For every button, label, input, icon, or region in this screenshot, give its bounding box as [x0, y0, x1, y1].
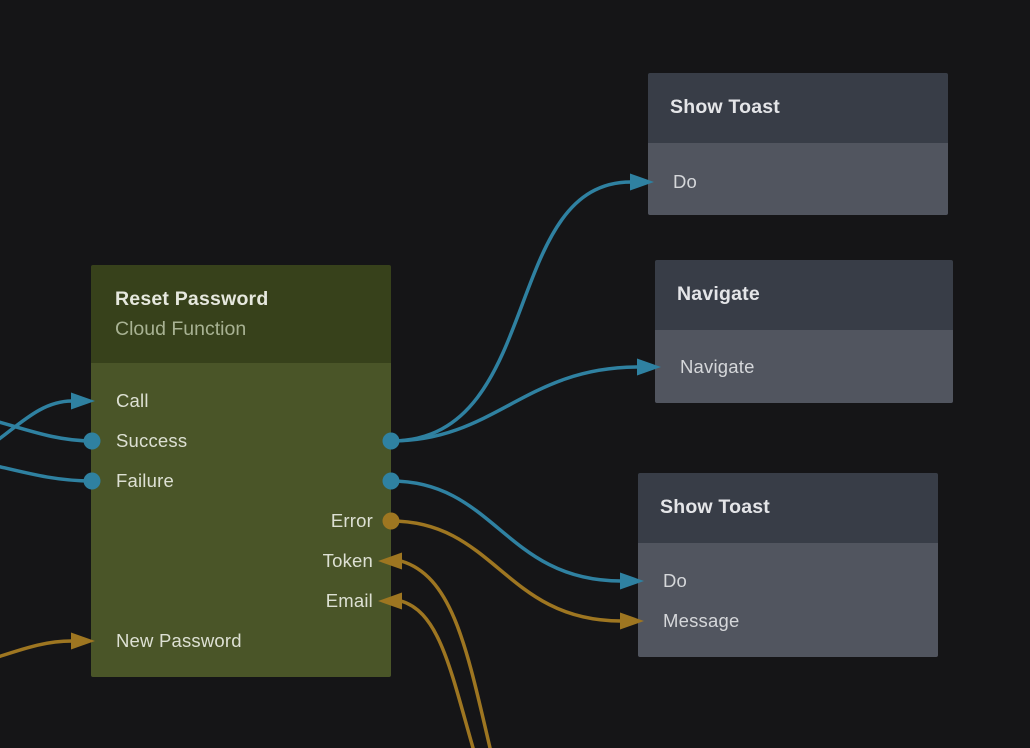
- wire-success-to-toast-top-do[interactable]: [390, 180, 632, 443]
- port-failure[interactable]: Failure: [91, 461, 391, 501]
- node-reset-password-body: Call Success Failure Error Token Email N…: [91, 363, 391, 677]
- port-success-right-marker[interactable]: [382, 432, 400, 450]
- port-failure-right-marker[interactable]: [382, 472, 400, 490]
- wire-error-to-message[interactable]: [390, 519, 622, 623]
- node-reset-password[interactable]: Reset Password Cloud Function Call Succe…: [91, 265, 391, 677]
- node-navigate-body: Navigate: [655, 330, 953, 403]
- port-email-label: Email: [325, 590, 373, 611]
- wire-offscreen-to-token[interactable]: [400, 559, 494, 748]
- port-success[interactable]: Success: [91, 421, 391, 461]
- wire-offscreen-to-call[interactable]: [0, 399, 73, 462]
- port-do[interactable]: Do: [638, 561, 938, 601]
- node-show-toast-top[interactable]: Show Toast Do: [648, 73, 948, 215]
- node-show-toast-bottom-header[interactable]: Show Toast: [638, 473, 938, 543]
- port-token-label: Token: [322, 550, 373, 571]
- port-email[interactable]: Email: [91, 581, 391, 621]
- port-error-label: Error: [330, 510, 373, 531]
- port-new-password[interactable]: New Password: [91, 621, 391, 661]
- wire-offscreen-to-email[interactable]: [400, 599, 478, 748]
- port-navigate[interactable]: Navigate: [655, 347, 953, 387]
- node-navigate[interactable]: Navigate Navigate: [655, 260, 953, 403]
- node-show-toast-top-header[interactable]: Show Toast: [648, 73, 948, 143]
- node-title: Navigate: [677, 283, 760, 305]
- node-show-toast-bottom[interactable]: Show Toast Do Message: [638, 473, 938, 657]
- port-token-arrow-icon[interactable]: [378, 552, 402, 570]
- port-failure-label: Failure: [116, 470, 174, 491]
- port-message-label: Message: [663, 610, 740, 631]
- port-new-password-label: New Password: [116, 630, 242, 651]
- wire-failure-to-toast-bottom-do[interactable]: [390, 479, 622, 583]
- port-error-marker[interactable]: [382, 512, 400, 530]
- node-reset-password-header[interactable]: Reset Password Cloud Function: [91, 265, 391, 363]
- node-show-toast-top-body: Do: [648, 143, 948, 215]
- node-title: Show Toast: [670, 96, 780, 118]
- port-navigate-arrow-icon[interactable]: [637, 358, 661, 376]
- wire-success-to-offscreen[interactable]: [0, 412, 93, 443]
- wire-failure-to-offscreen[interactable]: [0, 458, 93, 483]
- port-call[interactable]: Call: [91, 381, 391, 421]
- port-token[interactable]: Token: [91, 541, 391, 581]
- node-navigate-header[interactable]: Navigate: [655, 260, 953, 330]
- port-toast-bottom-do-arrow-icon[interactable]: [620, 572, 644, 590]
- port-do-label: Do: [663, 570, 688, 591]
- node-title: Show Toast: [660, 496, 770, 518]
- port-call-arrow-icon[interactable]: [71, 392, 95, 410]
- port-navigate-label: Navigate: [680, 356, 755, 377]
- port-error[interactable]: Error: [91, 501, 391, 541]
- node-title: Reset Password: [115, 288, 269, 310]
- port-toast-top-do-arrow-icon[interactable]: [630, 173, 654, 191]
- port-success-label: Success: [116, 430, 188, 451]
- port-message[interactable]: Message: [638, 601, 938, 641]
- wire-success-to-navigate[interactable]: [390, 365, 639, 443]
- port-email-arrow-icon[interactable]: [378, 592, 402, 610]
- node-subtitle: Cloud Function: [115, 318, 247, 340]
- node-show-toast-bottom-body: Do Message: [638, 543, 938, 657]
- port-new-password-arrow-icon[interactable]: [71, 632, 95, 650]
- port-success-left-marker[interactable]: [83, 432, 101, 450]
- port-failure-left-marker[interactable]: [83, 472, 101, 490]
- port-message-arrow-icon[interactable]: [620, 612, 644, 630]
- port-do-label: Do: [673, 171, 698, 192]
- wire-offscreen-to-new-password[interactable]: [0, 639, 73, 668]
- port-call-label: Call: [116, 390, 149, 411]
- port-do[interactable]: Do: [648, 162, 948, 202]
